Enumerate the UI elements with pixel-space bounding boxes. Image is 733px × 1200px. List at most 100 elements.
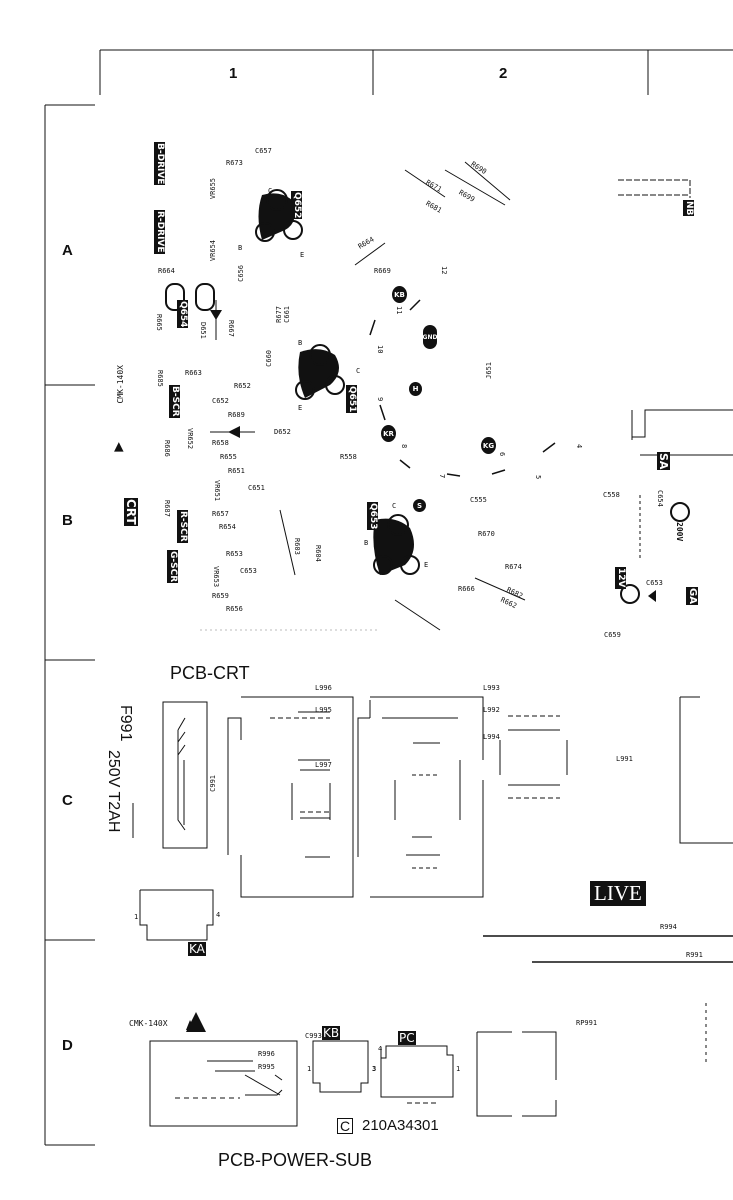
ref-c654: C654 [656,490,664,507]
pin-7: 7 [438,474,446,479]
q653-pin-c: C [392,502,397,510]
ref-r651: R651 [228,467,245,475]
socket-pin-s: S [413,499,426,512]
ref-c993: C993 [305,1032,322,1040]
label-crt: CRT [124,498,138,526]
pin-5: 5 [534,475,542,480]
ref-r686: R686 [163,440,171,457]
label-r-drive: R-DRIVE [154,210,165,254]
ref-r673: R673 [226,159,243,167]
ref-r653: R653 [226,550,243,558]
ref-l997: L997 [315,761,332,769]
ref-c652: C652 [212,397,229,405]
ref-r665: R665 [155,314,163,331]
ref-l992: L992 [483,706,500,714]
ref-r657: R657 [212,510,229,518]
q653-pin-b: B [364,539,369,547]
ref-vr652: VR652 [186,428,194,450]
ref-r655: R655 [220,453,237,461]
pin-9: 9 [376,397,384,402]
ul-marking-power-sub: CMK-140X [129,1019,168,1028]
kb-pin-3: 3 [372,1065,377,1073]
ref-r658: R658 [212,439,229,447]
ref-r677: R677 [275,306,283,323]
transistor-q651-shape [298,349,339,398]
label-q654: Q654 [177,300,188,329]
ka-pin-1: 1 [134,913,139,921]
label-q652: Q652 [291,191,302,220]
fuse-ref-f991: F991 [117,705,134,742]
q651-pin-e: E [298,404,303,412]
row-label-d: D [62,1037,73,1054]
label-b-drive: B-DRIVE [154,142,165,186]
ref-d652: D652 [274,428,291,436]
ref-c653-right: C653 [646,579,663,587]
ref-l993: L993 [483,684,500,692]
pin-11: 11 [395,306,403,315]
ref-vr654: VR654 [209,240,217,262]
socket-pin-kr: KR [381,425,396,442]
label-200v: 200V [675,522,684,542]
ref-r674: R674 [505,563,522,571]
kb-pin-1: 1 [307,1065,312,1073]
ref-vr653: VR653 [212,566,220,588]
ref-r996: R996 [258,1050,275,1058]
warning-triangle-icon: ▲ [114,436,124,455]
pcb-power-sub-title: PCB-POWER-SUB [218,1150,373,1170]
label-g-scr: G-SCR [167,550,178,584]
fuse-rating: 250V T2AH [105,750,122,833]
ref-vr655: VR655 [209,178,217,200]
ref-r654: R654 [219,523,236,531]
ref-r603: R603 [293,538,301,555]
pc-pin-1: 1 [456,1065,461,1073]
label-ka: KA [188,942,206,956]
pin-6: 6 [498,452,506,457]
row-label-c: C [62,792,73,809]
ref-r669: R669 [374,267,391,275]
row-label-b: B [62,512,73,529]
label-r-scr: R-SCR [177,510,188,543]
q652-pin-c: C [268,187,273,195]
row-label-a: A [62,242,73,259]
ref-r994: R994 [660,923,677,931]
ref-r995: R995 [258,1063,275,1071]
ref-c555: C555 [470,496,487,504]
ref-c991: C991 [209,775,217,792]
label-q651: Q651 [346,385,357,414]
ref-r558: R558 [340,453,357,461]
ref-c661: C661 [283,306,291,323]
label-kb: KB [322,1026,341,1040]
label-nb: NB [683,200,694,217]
copyright-symbol: C [337,1118,354,1134]
ref-c656: C656 [237,265,245,282]
transistor-q652-shape [258,193,295,240]
ref-c653: C653 [240,567,257,575]
ref-r664: R664 [158,267,175,275]
pin-8: 8 [400,444,408,449]
ref-r652: R652 [234,382,251,390]
ref-rp991: RP991 [576,1019,598,1027]
pin-12: 12 [440,266,448,275]
pc-pin-4: 4 [378,1045,383,1053]
socket-pin-kg: KG [481,437,496,454]
q651-pin-c: C [356,367,361,375]
ref-r991: R991 [686,951,703,959]
ref-j651: J651 [485,362,493,379]
label-12v: 12V [615,567,626,589]
live-warning-label: LIVE [590,881,646,906]
label-ga: GA [686,587,698,605]
ref-c657: C657 [255,147,272,155]
ref-r656: R656 [226,605,243,613]
ref-r670: R670 [478,530,495,538]
label-pc: PC [398,1031,416,1045]
ref-r604: R604 [314,545,322,562]
q653-pin-e: E [424,561,429,569]
label-sa: SA [657,452,670,471]
q652-pin-e: E [300,251,305,259]
q652-pin-b: B [238,244,243,252]
socket-pin-h: H [409,382,422,396]
ref-r666: R666 [458,585,475,593]
ref-d651: D651 [199,322,207,339]
pin-10: 10 [376,345,384,354]
ref-l994: L994 [483,733,500,741]
